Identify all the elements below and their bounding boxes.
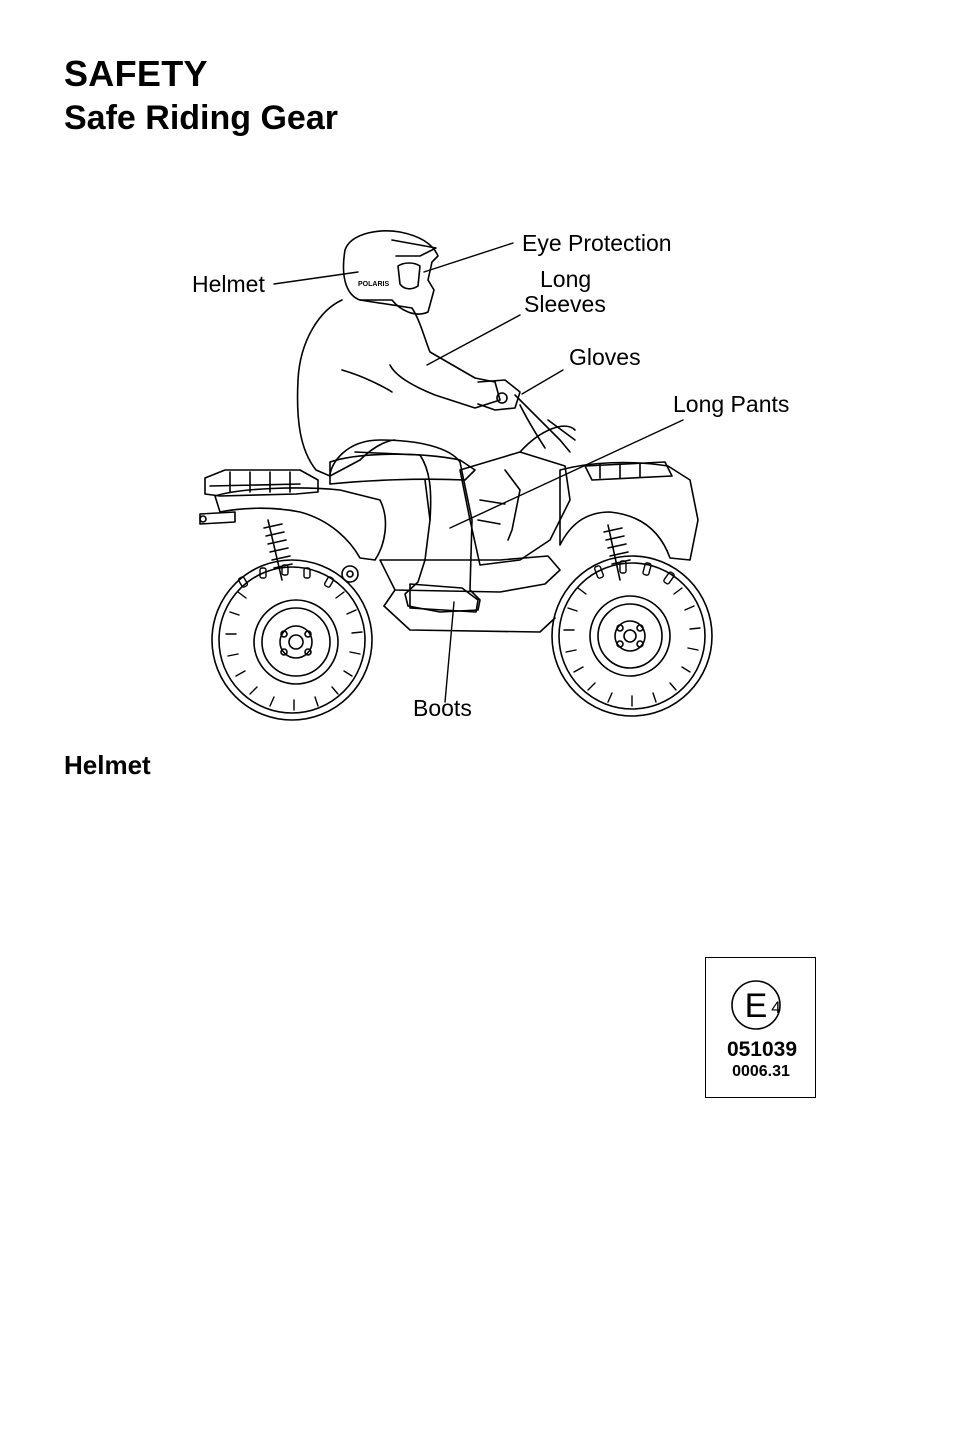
front-wheel	[551, 555, 713, 717]
label-long-sleeves-line2: Sleeves	[524, 291, 606, 317]
label-long-sleeves-line1: Long	[540, 266, 591, 292]
helmet-logo: POLARIS	[358, 281, 389, 288]
approval-sub-number: 0006.31	[732, 1063, 790, 1080]
helmet-heading: Helmet	[64, 750, 151, 780]
ece-approval-mark: E 4 051039 0006.31	[705, 957, 816, 1098]
approval-mark-graphic: E 4 051039 0006.31	[727, 980, 797, 1080]
rear-wheel	[211, 559, 373, 721]
rider: POLARIS	[296, 230, 521, 613]
label-eye-protection: Eye Protection	[522, 230, 672, 256]
label-gloves: Gloves	[569, 344, 641, 370]
callout-leaders	[273, 242, 684, 703]
label-boots: Boots	[413, 695, 472, 721]
approval-country-code: 4	[771, 998, 780, 1017]
approval-number: 051039	[727, 1038, 797, 1061]
page-title: Safe Riding Gear	[64, 99, 338, 137]
atv-rider-illustration: POLARIS Eye Protection Helmet Long Sleev…	[192, 230, 789, 721]
section-title: SAFETY	[64, 53, 208, 94]
label-helmet: Helmet	[192, 271, 265, 297]
atv-body	[199, 394, 699, 633]
label-long-pants: Long Pants	[673, 391, 789, 417]
approval-letter: E	[745, 987, 768, 1025]
